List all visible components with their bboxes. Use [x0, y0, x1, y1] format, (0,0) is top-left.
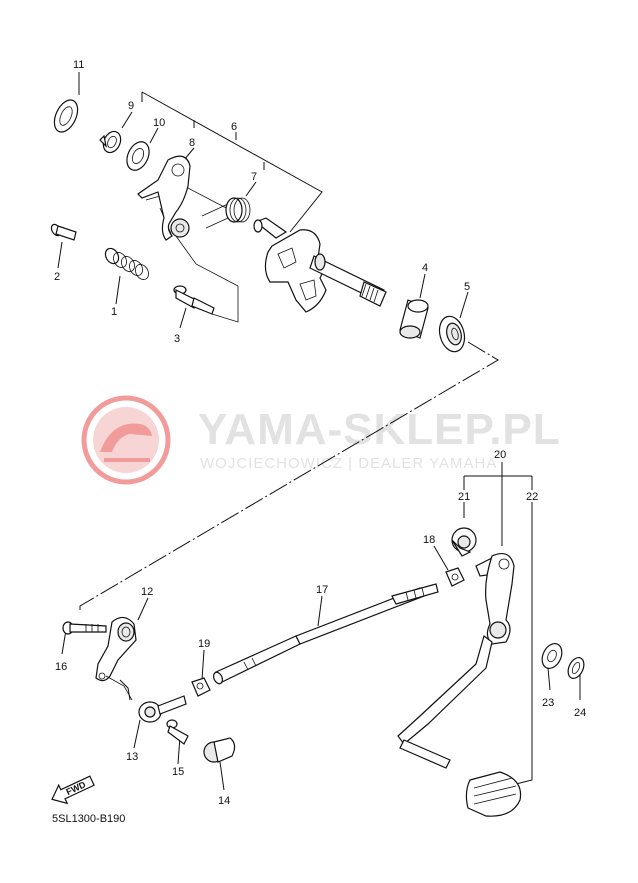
- part-12-shift-arm: [95, 616, 137, 682]
- part-16-bolt: [62, 621, 107, 635]
- callout-1: 1: [111, 306, 117, 318]
- part-8-shift-pawl: [137, 155, 191, 241]
- callout-17: 17: [316, 584, 328, 596]
- watermark-logo: [81, 395, 171, 485]
- watermark-subtitle: WOJCIECHOWICZ | DEALER YAMAHA: [200, 455, 497, 472]
- upper-leaders: [57, 72, 469, 329]
- part-20-shift-pedal: [397, 553, 522, 817]
- callout-15: 15: [172, 766, 184, 778]
- callout-21: 21: [458, 491, 470, 503]
- part-11-washer: [53, 99, 79, 133]
- callout-6: 6: [231, 121, 237, 133]
- part-21-bushing: [451, 527, 477, 557]
- diagram-code: 5SL1300-B190: [52, 813, 125, 825]
- callout-8: 8: [189, 137, 195, 149]
- callout-24: 24: [574, 707, 586, 719]
- part-9-circlip: [99, 130, 122, 154]
- part-19-nut: [191, 677, 211, 697]
- callout-23: 23: [542, 697, 554, 709]
- part-13-joint: [138, 695, 187, 723]
- callout-11: 11: [73, 59, 84, 71]
- callout-4: 4: [422, 262, 428, 274]
- lower-leaders: [61, 462, 581, 791]
- part-6-shift-shaft: [253, 217, 387, 313]
- callout-13: 13: [126, 751, 138, 763]
- callouts: 11 9 10 6 8 7 2 4 5 1 3 20 21 22 18 17 1…: [54, 59, 586, 807]
- callout-14: 14: [218, 795, 230, 807]
- part-4-collar: [399, 299, 429, 339]
- callout-20: 20: [494, 449, 506, 461]
- callout-16: 16: [55, 661, 67, 673]
- part-24-circlip: [567, 657, 585, 679]
- part-7-torsion-spring: [201, 197, 251, 229]
- callout-22: 22: [526, 491, 538, 503]
- callout-9: 9: [128, 100, 134, 112]
- part-18-nut: [445, 567, 465, 587]
- part-17-shift-rod: [212, 583, 439, 685]
- part-14-cap: [203, 737, 236, 763]
- callout-19: 19: [198, 638, 210, 650]
- callout-5: 5: [464, 281, 470, 293]
- callout-10: 10: [153, 117, 165, 129]
- arm-joint-link-line: [105, 675, 133, 701]
- callout-7: 7: [251, 171, 257, 183]
- fwd-arrow-icon: FWD: [51, 775, 95, 805]
- watermark: YAMA-SKLEP.PL WOJCIECHOWICZ | DEALER YAM…: [81, 395, 561, 485]
- part-10-washer: [126, 141, 150, 171]
- part-2-pin: [50, 223, 77, 241]
- callout-3: 3: [174, 333, 180, 345]
- callout-2: 2: [54, 271, 60, 283]
- part-15-bolt: [166, 719, 189, 745]
- callout-18: 18: [423, 534, 435, 546]
- shaft-axis-line: [79, 341, 499, 612]
- part-3-stopper-bolt: [173, 285, 215, 315]
- callout-12: 12: [141, 586, 153, 598]
- part-23-washer: [541, 643, 563, 669]
- watermark-title: YAMA-SKLEP.PL: [198, 405, 561, 454]
- part-1-spring: [104, 247, 149, 280]
- part-5-oil-seal: [438, 315, 466, 353]
